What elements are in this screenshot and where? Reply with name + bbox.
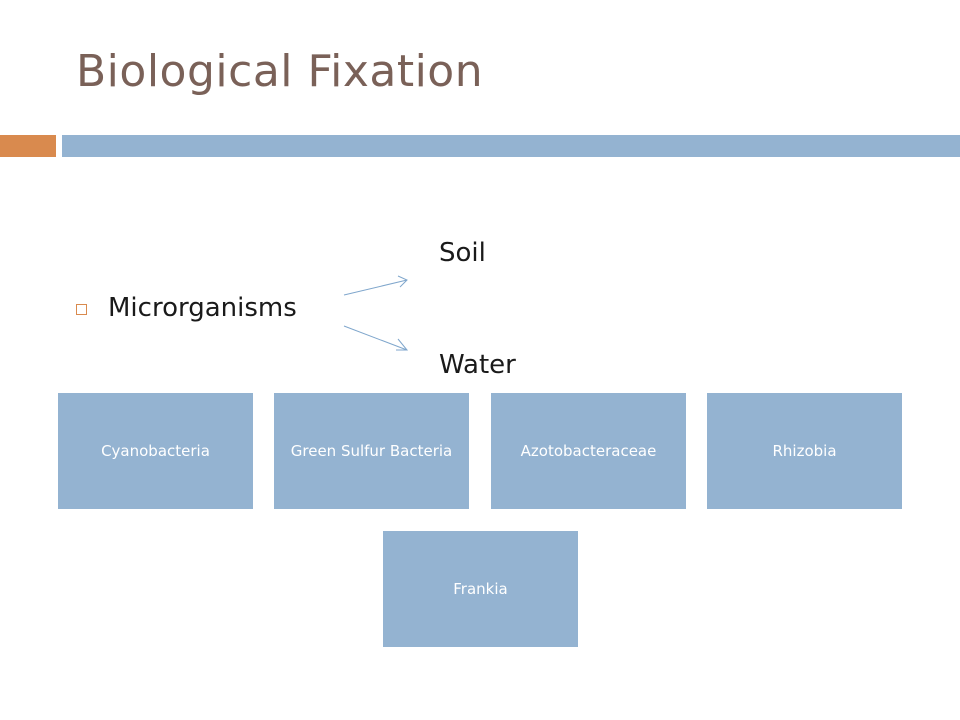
title-accent-bar [0, 135, 56, 157]
organism-label: Azotobacteraceae [520, 441, 657, 460]
organism-box-rhizobia: Rhizobia [707, 393, 902, 509]
organism-box-cyanobacteria: Cyanobacteria [58, 393, 253, 509]
organism-box-green-sulfur-bacteria: Green Sulfur Bacteria [274, 393, 469, 509]
title-rule [62, 135, 960, 157]
organism-label: Green Sulfur Bacteria [290, 441, 453, 460]
water-label: Water [439, 350, 516, 380]
organism-label: Rhizobia [772, 441, 837, 460]
bullet-square-icon [76, 304, 87, 315]
arrow-to-soil-head [397, 275, 408, 288]
organism-label: Cyanobacteria [101, 441, 210, 460]
organism-box-frankia: Frankia [383, 531, 578, 647]
arrow-to-water-head [396, 338, 409, 351]
arrow-to-water [343, 325, 408, 351]
organism-label: Frankia [453, 579, 508, 598]
bullet-microrganisms: Microrganisms [108, 293, 297, 323]
organism-box-azotobacteraceae: Azotobacteraceae [491, 393, 686, 509]
slide-title: Biological Fixation [76, 46, 484, 97]
soil-label: Soil [439, 238, 486, 268]
arrow-to-soil [343, 279, 408, 296]
